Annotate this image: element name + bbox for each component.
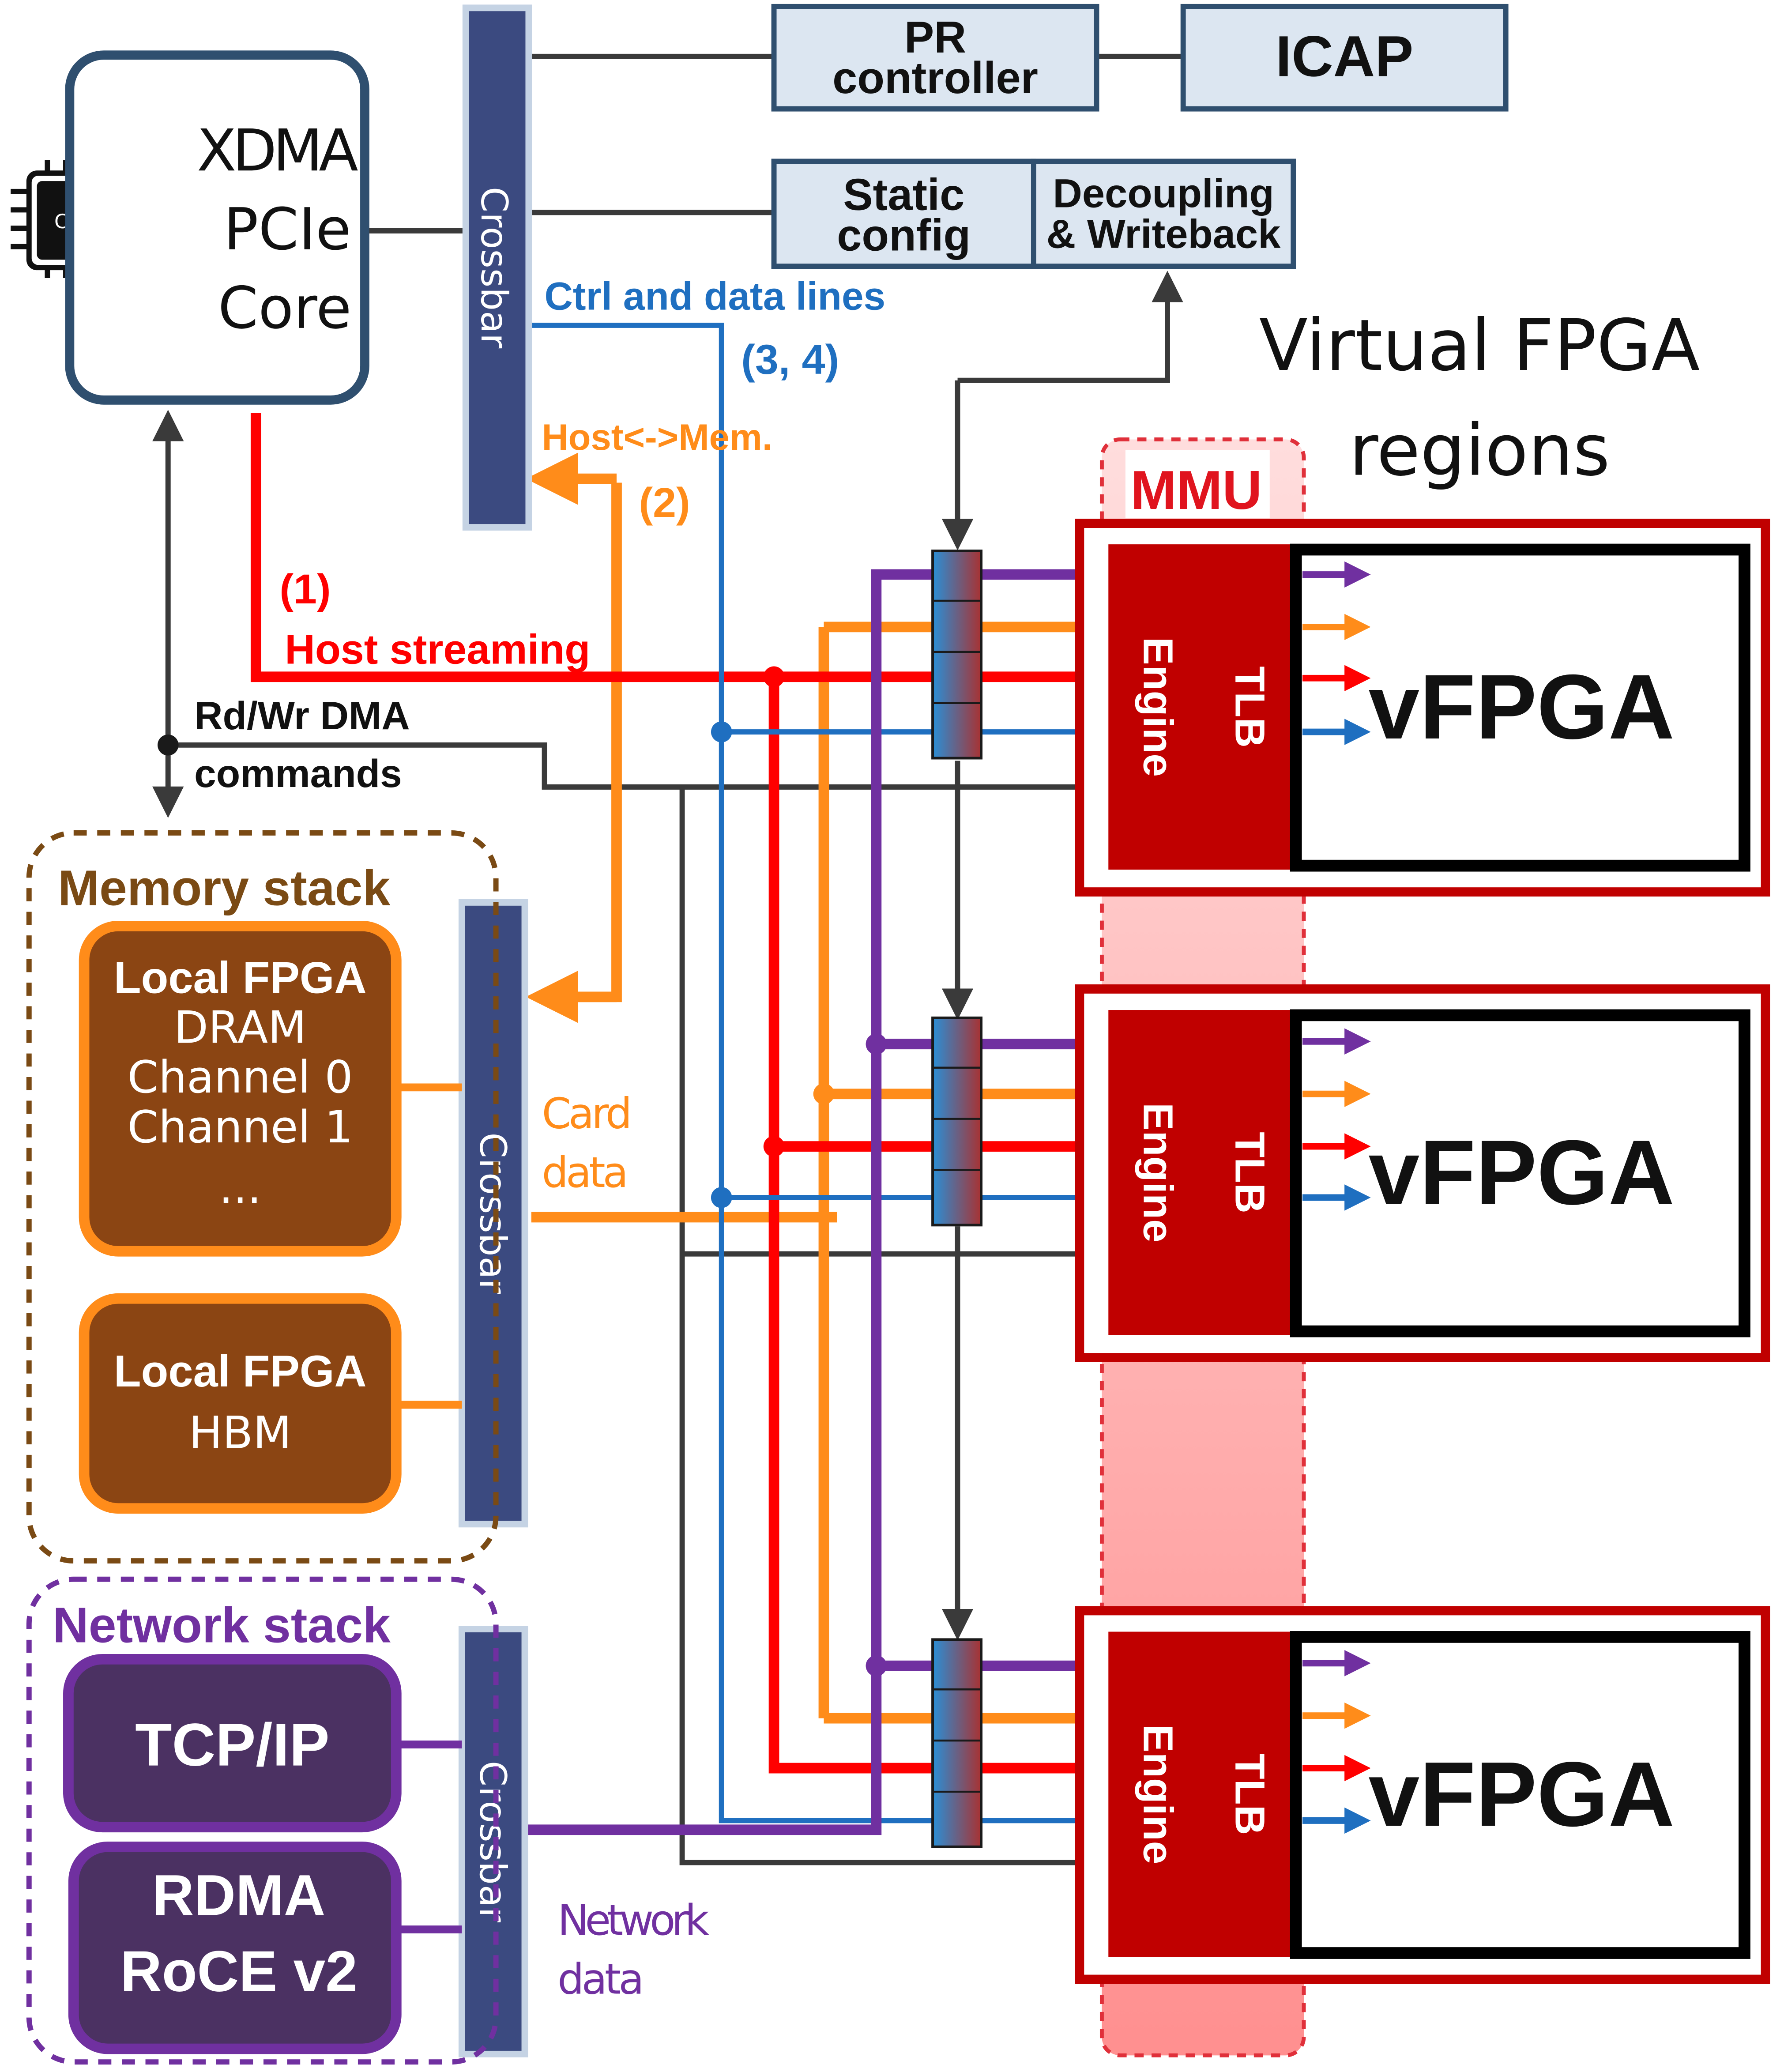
network-stack-title: Network stack bbox=[53, 1597, 391, 1653]
rdma-roce-block: RDMA RoCE v2 bbox=[68, 1841, 402, 2054]
host-stream-number: (1) bbox=[279, 566, 331, 613]
hbm-block: Local FPGA HBM bbox=[79, 1293, 402, 1514]
vfpga-1-engine: Engine bbox=[1135, 637, 1182, 777]
pr-controller-line2: controller bbox=[832, 53, 1038, 103]
dram-line3: Channel 0 bbox=[128, 1051, 353, 1103]
static-config-line2: config bbox=[837, 211, 971, 260]
dram-line2: DRAM bbox=[174, 1001, 306, 1053]
dram-line1: Local FPGA bbox=[114, 953, 367, 1002]
vfpga-3-engine: Engine bbox=[1135, 1725, 1182, 1865]
junction-dots bbox=[157, 666, 887, 1676]
network-data-line1: Network bbox=[557, 1896, 709, 1945]
host-mem-wires bbox=[526, 452, 1102, 1724]
pr-controller: PR controller bbox=[771, 4, 1099, 112]
vfpga-region-2: Engine TLB vFPGA bbox=[1075, 984, 1770, 1362]
control-wires bbox=[152, 53, 1183, 1641]
xdma-label: XDMA bbox=[197, 117, 358, 184]
rdwr-dma-label: Rd/Wr DMA bbox=[194, 693, 410, 738]
decoupling-writeback: Decoupling & Writeback bbox=[1031, 158, 1296, 269]
crossbar-top-label: Crossbar bbox=[473, 187, 516, 349]
network-wires bbox=[524, 569, 1102, 1835]
dram-block: Local FPGA DRAM Channel 0 Channel 1 ... bbox=[79, 920, 402, 1257]
mux-bars bbox=[931, 550, 983, 1848]
card-data-line2: data bbox=[542, 1149, 626, 1197]
vfpga-1-tlb: TLB bbox=[1227, 666, 1273, 748]
host-mem-label: Host<->Mem. bbox=[542, 417, 772, 458]
hbm-line2: HBM bbox=[189, 1407, 291, 1459]
card-data-line1: Card bbox=[542, 1089, 630, 1138]
hbm-line1: Local FPGA bbox=[114, 1347, 367, 1396]
virtual-fpga-line1: Virtual FPGA bbox=[1259, 304, 1700, 387]
crossbar-memory-label: Crossbar bbox=[471, 1133, 514, 1295]
rdma-line1: RDMA bbox=[152, 1863, 325, 1927]
static-config-line1: Static bbox=[843, 170, 964, 219]
virtual-fpga-line2: regions bbox=[1349, 409, 1610, 492]
dma-command-wires bbox=[168, 742, 1089, 1865]
wire-labels: Ctrl and data lines (3, 4) Host<->Mem. (… bbox=[194, 274, 885, 2004]
vfpga-3-tlb: TLB bbox=[1227, 1754, 1273, 1835]
dram-line5: ... bbox=[219, 1161, 261, 1213]
vfpga-2-name: vFPGA bbox=[1369, 1122, 1675, 1224]
vfpga-1-name: vFPGA bbox=[1369, 656, 1675, 758]
mux-bar-1 bbox=[931, 550, 983, 760]
memory-stack: Memory stack Local FPGA DRAM Channel 0 C… bbox=[26, 830, 499, 1564]
ctrl-data-wires bbox=[531, 322, 1102, 1823]
ctrl-data-number: (3, 4) bbox=[741, 336, 839, 383]
mux-bar-3 bbox=[931, 1638, 983, 1848]
static-config: Static config bbox=[771, 158, 1036, 269]
mmu-label: MMU bbox=[1130, 460, 1262, 521]
vfpga-2-tlb: TLB bbox=[1227, 1132, 1273, 1213]
tcp-ip-block: TCP/IP bbox=[63, 1654, 402, 1833]
crossbar-top: Crossbar bbox=[462, 4, 532, 531]
mux-bar-2 bbox=[931, 1016, 983, 1227]
core-label: Core bbox=[218, 275, 352, 342]
vfpga-region-3: Engine TLB vFPGA bbox=[1075, 1606, 1770, 1984]
memory-stack-title: Memory stack bbox=[58, 860, 390, 915]
vfpga-2-engine: Engine bbox=[1135, 1103, 1182, 1243]
icap-label: ICAP bbox=[1276, 24, 1413, 88]
virtual-fpga-title: Virtual FPGA regions bbox=[1259, 304, 1700, 492]
tcp-ip-label: TCP/IP bbox=[135, 1711, 329, 1778]
icap: ICAP bbox=[1180, 4, 1509, 112]
crossbar-network-label: Crossbar bbox=[471, 1761, 514, 1923]
network-stack: Network stack TCP/IP RDMA RoCE v2 bbox=[26, 1576, 499, 2065]
network-data-line2: data bbox=[557, 1955, 641, 2004]
xdma-pcie-core: XDMA PCIe Core bbox=[65, 50, 369, 405]
host-mem-number: (2) bbox=[639, 479, 690, 526]
commands-label: commands bbox=[194, 751, 402, 795]
decoupling-line2: & Writeback bbox=[1046, 211, 1281, 257]
host-stream-label: Host streaming bbox=[285, 626, 590, 673]
dram-line4: Channel 1 bbox=[128, 1101, 353, 1153]
decoupling-line1: Decoupling bbox=[1053, 170, 1274, 216]
pcie-label: PCIe bbox=[224, 196, 351, 263]
vfpga-3-name: vFPGA bbox=[1369, 1743, 1675, 1846]
vfpga-region-1: Engine TLB vFPGA bbox=[1075, 519, 1770, 897]
rdma-line2: RoCE v2 bbox=[120, 1939, 358, 2004]
pr-controller-line1: PR bbox=[904, 13, 966, 62]
ctrl-data-label: Ctrl and data lines bbox=[545, 274, 886, 318]
